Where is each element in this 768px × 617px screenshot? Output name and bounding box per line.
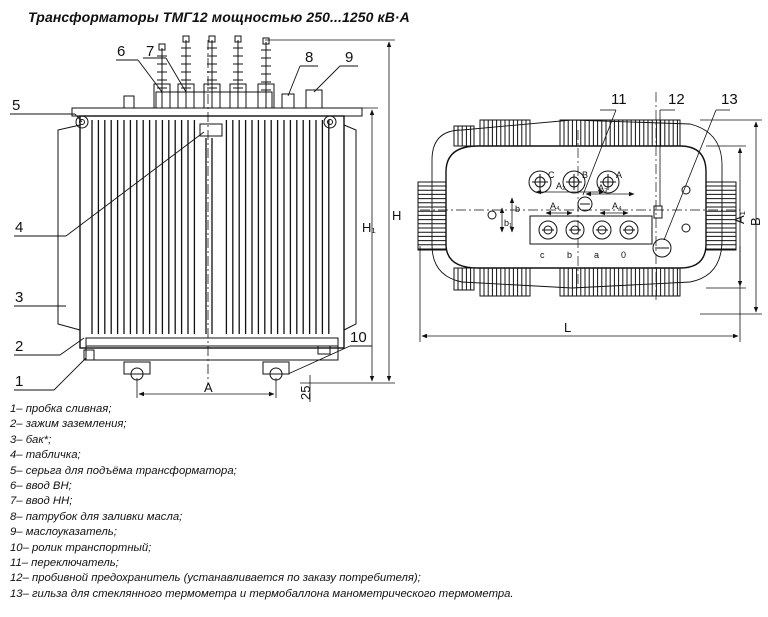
dim-A: A (204, 380, 213, 395)
legend-item: 6– ввод ВН; (10, 480, 72, 493)
legend-item: 8– патрубок для заливки масла; (10, 510, 183, 523)
lv-terminal-label: 0 (621, 250, 626, 260)
callout-8: 8 (305, 49, 313, 66)
dim-A3: A₃ (598, 183, 608, 193)
legend-item: 5– серьга для подъёма трансформатора; (10, 464, 237, 477)
bushings (153, 35, 275, 109)
front-dimensions (136, 39, 395, 402)
lv-terminal-label: a (594, 250, 599, 260)
lv-terminals (538, 220, 639, 240)
front-view (57, 35, 363, 385)
callout-9: 9 (345, 49, 353, 66)
top-dimensions (419, 109, 762, 342)
dim-25: 25 (298, 386, 313, 400)
dim-b1: b₁ (504, 218, 512, 228)
legend-item: 11– переключатель; (10, 557, 119, 570)
oil-level-indicator (305, 89, 323, 109)
legend-item: 12– пробивной предохранитель (устанавлив… (10, 572, 421, 585)
legend-item: 1– пробка сливная; (10, 403, 112, 415)
nameplate (199, 123, 223, 137)
transport-roller-right (262, 361, 290, 381)
callout-leaders (10, 57, 372, 391)
drain-plug (83, 349, 95, 361)
lifting-lug-right (323, 115, 337, 129)
dim-A1: A₁ (732, 210, 747, 224)
callout-11: 11 (611, 91, 627, 108)
radiators-top (453, 119, 681, 147)
hv-terminal-label: A (616, 170, 622, 180)
dim-A2: A₂ (556, 181, 566, 191)
callout-10: 10 (350, 329, 367, 346)
lv-terminal-label: b (567, 250, 572, 260)
transport-roller-left (123, 361, 151, 381)
tank-outline-top (445, 145, 707, 269)
dim-L: L (564, 320, 571, 335)
thermometer-sleeve (652, 238, 672, 258)
legend: 1– пробка сливная; 2– зажим заземления; … (10, 402, 514, 602)
callout-1: 1 (15, 373, 23, 390)
dim-B: B (748, 217, 763, 226)
tap-changer (577, 196, 593, 212)
dim-b: b (515, 204, 520, 214)
dim-A4: A₄ (550, 201, 560, 211)
top-view (417, 92, 740, 300)
page-title: Трансформаторы ТМГ12 мощностью 250...125… (28, 9, 410, 25)
lifting-lug-left (75, 115, 89, 129)
callout-7: 7 (146, 43, 154, 60)
legend-item: 9– маслоуказатель; (10, 526, 117, 539)
lv-terminal-frame (529, 215, 653, 245)
dim-A4b: A₄ (612, 201, 622, 211)
grounding-clamp (317, 345, 331, 355)
legend-item: 2– зажим заземления; (10, 418, 127, 431)
dim-H1: H₁ (362, 220, 376, 235)
tank-cover (71, 107, 363, 117)
callout-13: 13 (721, 91, 738, 108)
radiators-left (417, 181, 447, 251)
callout-6: 6 (117, 43, 125, 60)
legend-item: 3– бак*; (10, 433, 52, 446)
callout-12: 12 (668, 91, 685, 108)
callout-2: 2 (15, 338, 23, 355)
callout-4: 4 (15, 219, 23, 236)
lv-terminal-label: c (540, 250, 545, 260)
dim-H: H (392, 208, 401, 223)
oil-filler-pipe (281, 93, 295, 109)
callout-5: 5 (12, 97, 20, 114)
radiators-bottom (453, 267, 681, 297)
hv-terminal-label: C (548, 170, 555, 180)
legend-item: 10– ролик транспортный; (10, 541, 152, 554)
radiators-right (705, 181, 737, 251)
cooling-fins (91, 120, 330, 334)
legend-item: 13– гильза для стеклянного термометра и … (10, 587, 514, 600)
hv-terminal-label: B (582, 170, 588, 180)
tank-base (85, 337, 339, 361)
tank-body (79, 115, 345, 349)
legend-item: 4– табличка; (10, 449, 81, 462)
legend-item: 7– ввод НН; (10, 495, 73, 508)
callout-3: 3 (15, 289, 23, 306)
